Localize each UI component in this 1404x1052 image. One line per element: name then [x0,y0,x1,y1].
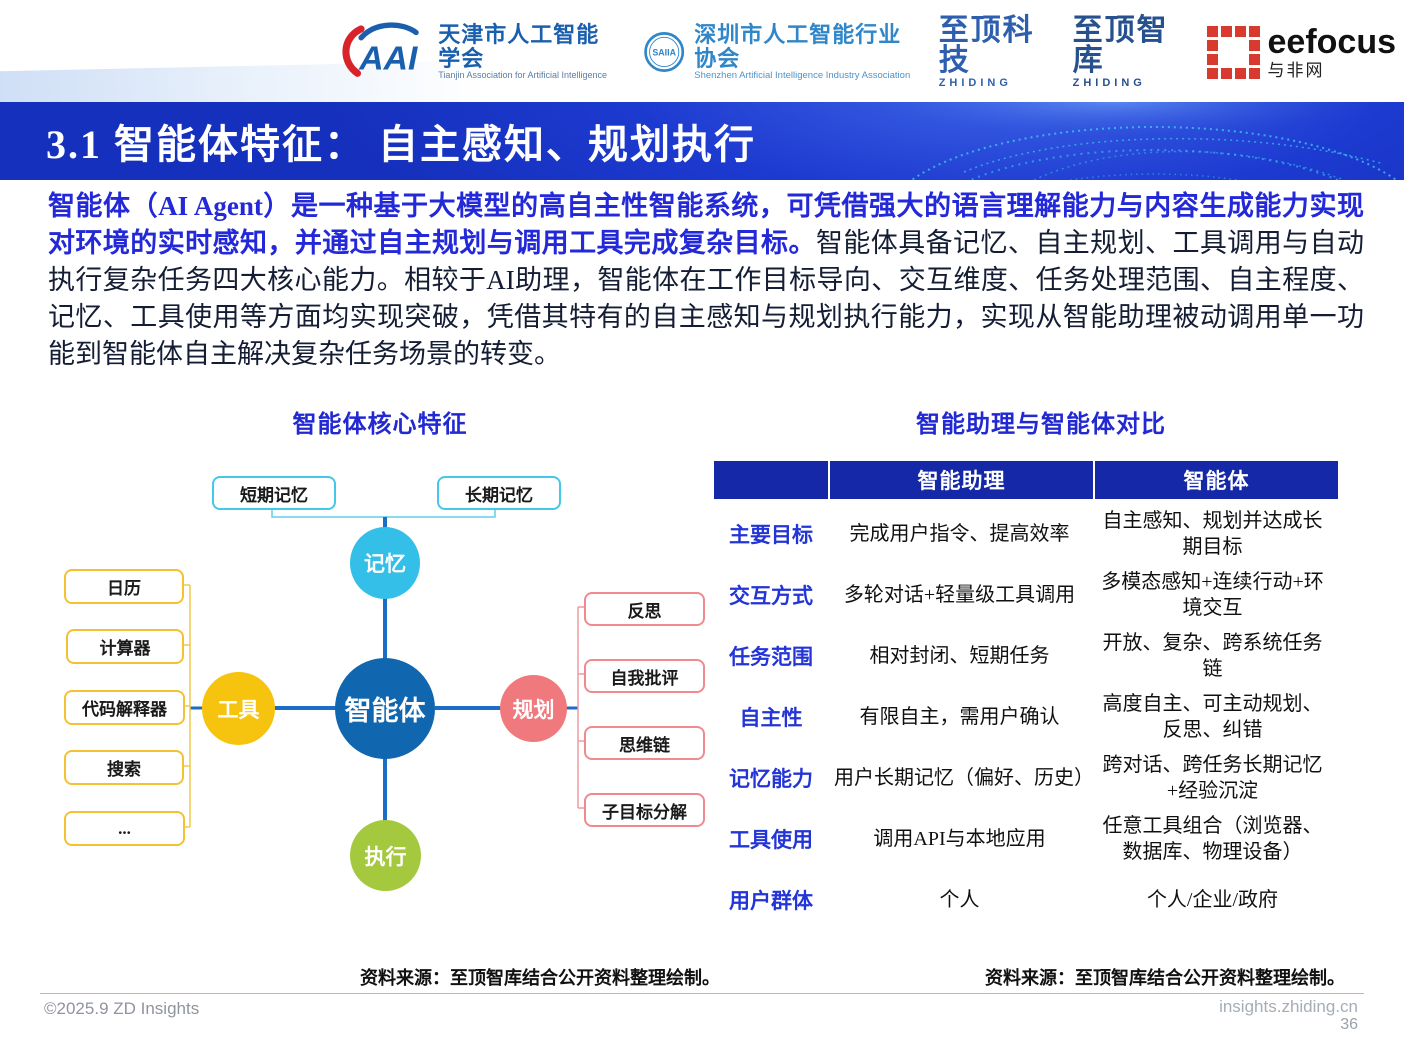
eefocus-name: eefocus [1267,23,1397,61]
row-agent-value: 多模态感知+连续行动+环境交互 [1101,570,1324,619]
node-execute: 执行 [350,820,421,891]
title-bar: 3.1 智能体特征： 自主感知、规划执行 [0,102,1404,180]
taai-logo-icon: AAI [342,22,419,78]
row-assistant-value: 用户长期记忆（偏好、历史） [834,766,1094,789]
row-agent-value: 跨对话、跨任务长期记忆+经验沉淀 [1102,753,1323,802]
tool-item-search: 搜索 [64,750,184,785]
row-agent-value: 高度自主、可主动规划、反思、纠错 [1102,692,1323,741]
intro-highlight: 智能体（AI Agent）是一种基于大模型的高自主性智能系统，可凭借强大的语言理… [48,191,1364,258]
row-label: 记忆能力 [729,767,813,791]
row-assistant-value: 调用API与本地应用 [873,827,1046,850]
row-assistant-value: 完成用户指令、提高效率 [849,522,1070,545]
logo-zhiding-tech: 至顶科技 ZHIDING [938,13,1053,89]
row-assistant-value: 相对封闭、短期任务 [869,644,1050,667]
comparison-table-header: 智能助理 智能体 [714,461,1338,499]
tool-item-code-interpreter: 代码解释器 [64,690,185,725]
tool-item-calculator: 计算器 [66,629,184,664]
svg-text:AAI: AAI [358,40,418,78]
intro-rest: 智能体具备记忆、自主规划、工具调用与自动执行复杂任务四大核心能力。相较于AI助理… [48,228,1365,369]
intro-paragraph: 智能体（AI Agent）是一种基于大模型的高自主性智能系统，可凭借强大的语言理… [48,188,1364,373]
memory-item-long-term: 长期记忆 [437,476,561,510]
diagram-connectors [180,506,584,828]
logo-zhiding-thinktank: 至顶智库 ZHIDING [1072,13,1187,89]
memory-item-short-term: 短期记忆 [212,476,336,510]
row-agent-value: 个人/企业/政府 [1146,888,1279,911]
plan-item-self-critique: 自我批评 [584,659,705,693]
node-tool: 工具 [202,672,275,745]
plan-item-chain-of-thought: 思维链 [584,726,705,760]
header-empty-cell [714,461,828,499]
saiia-name-en: Shenzhen Artificial Intelligence Industr… [694,69,911,81]
tool-item-more: ... [64,811,185,846]
row-label: 交互方式 [729,584,813,608]
copyright-text: ©2025.9 ZD Insights [44,999,200,1018]
taai-name-cn: 天津市人工智能学会 [438,21,600,72]
zhiding-thinktank-en: ZHIDING [1072,76,1146,89]
diagram-source-note: 资料来源：至顶智库结合公开资料整理绘制。 [360,968,720,988]
logo-saiia: SAIIA 深圳市人工智能行业协会 Shenzhen Artificial In… [642,21,919,82]
page-title: 3.1 智能体特征： 自主感知、规划执行 [46,122,756,167]
header-agent: 智能体 [1095,461,1338,499]
row-label: 主要目标 [729,523,813,547]
diagram-title: 智能体核心特征 [292,411,468,438]
header-assistant: 智能助理 [830,461,1093,499]
tool-item-calendar: 日历 [64,569,184,604]
node-memory: 记忆 [350,527,420,599]
comparison-source-note: 资料来源：至顶智库结合公开资料整理绘制。 [985,968,1345,988]
eefocus-grid-icon [1206,25,1260,79]
zhiding-thinktank-cn: 至顶智库 [1072,13,1169,77]
comparison-title: 智能助理与智能体对比 [916,411,1166,438]
saiia-name-cn: 深圳市人工智能行业协会 [694,21,902,71]
zhiding-tech-en: ZHIDING [938,76,1012,89]
taai-name-en: Tianjin Association for Artificial Intel… [438,70,608,81]
row-agent-value: 自主感知、规划并达成长期目标 [1102,509,1323,558]
row-assistant-value: 个人 [939,888,980,911]
plan-item-reflection: 反思 [584,592,705,626]
logo-taai: AAI 天津市人工智能学会 Tianjin Association for Ar… [338,16,622,88]
row-label: 任务范围 [729,645,813,669]
svg-text:SAIIA: SAIIA [652,48,676,58]
page-number: 36 [1340,1016,1358,1033]
row-assistant-value: 多轮对话+轻量级工具调用 [843,583,1076,606]
footer-divider [40,993,1364,994]
node-agent-center: 智能体 [335,658,435,759]
node-plan: 规划 [500,675,567,742]
row-label: 工具使用 [729,828,813,852]
row-agent-value: 任意工具组合（浏览器、数据库、物理设备） [1102,814,1323,863]
plan-item-subgoal-decomposition: 子目标分解 [584,793,705,827]
site-url: insights.zhiding.cn [1219,997,1358,1016]
row-agent-value: 开放、复杂、跨系统任务链 [1102,631,1323,680]
core-features-diagram: 短期记忆 长期记忆 日历 计算器 代码解释器 搜索 ... 反思 自我批评 思维… [40,455,720,897]
comparison-table-body: 主要目标 完成用户指令、提高效率 自主感知、规划并达成长期目标 交互方式 多轮对… [714,503,1336,930]
zhiding-tech-cn: 至顶科技 [938,13,1035,77]
row-assistant-value: 有限自主，需用户确认 [859,705,1060,728]
globe-decoration [824,102,1404,180]
row-label: 用户群体 [729,889,813,913]
logo-eefocus: eefocus 与非网 [1206,23,1397,80]
row-label: 自主性 [739,706,803,730]
eefocus-cn: 与非网 [1267,61,1325,80]
saiia-badge-icon: SAIIA [644,32,685,72]
comparison-table: 智能助理 智能体 主要目标 完成用户指令、提高效率 自主感知、规划并达成长期目标… [714,461,1338,930]
logo-strip: AAI 天津市人工智能学会 Tianjin Association for Ar… [0,0,1404,102]
